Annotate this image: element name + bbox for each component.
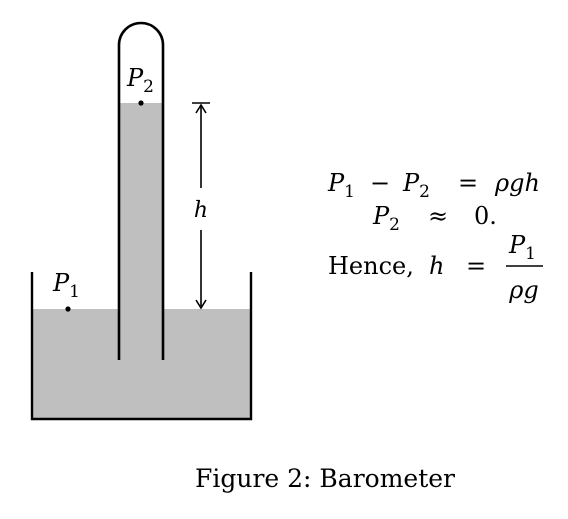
fraction-denominator: ρg <box>508 276 538 304</box>
equation-line-1: P1 − P2 = ρgh <box>327 169 540 203</box>
equation-line-2: P2 ≈ 0. <box>372 202 497 236</box>
h-arrow-up <box>195 103 207 114</box>
p1-point <box>65 306 71 312</box>
dish-mercury-under-tube <box>119 359 163 419</box>
h-label: h <box>194 198 208 223</box>
tube-mercury-column <box>119 103 163 359</box>
equation-line-3: Hence, h = <box>328 252 486 280</box>
p2-label: P2 <box>126 64 154 97</box>
dish-outline <box>30 272 253 421</box>
dish-mercury-right <box>163 309 251 419</box>
h-arrow-down <box>195 299 207 310</box>
fraction-numerator: P1 <box>508 231 536 264</box>
tube-outline <box>117 21 165 360</box>
p1-label: P1 <box>52 269 80 302</box>
p2-point <box>138 100 144 106</box>
dish-mercury-left <box>32 309 119 419</box>
figure-caption: Figure 2: Barometer <box>195 464 455 493</box>
